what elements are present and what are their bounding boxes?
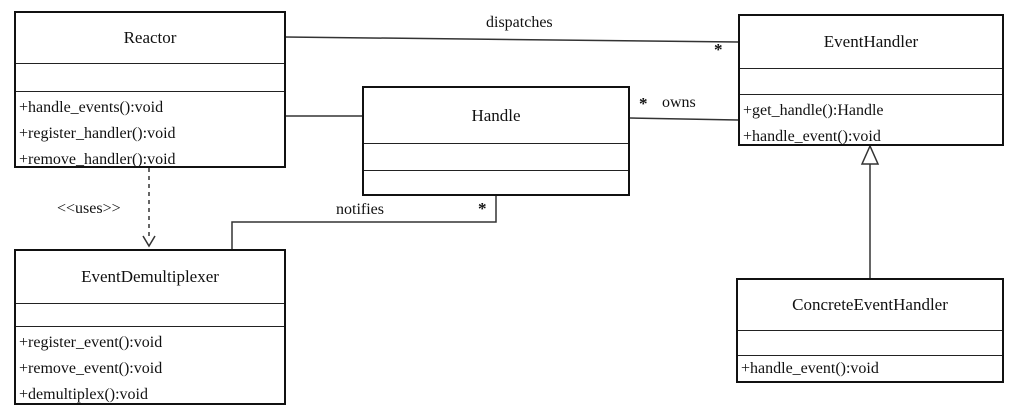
operations-section: +register_event():void +remove_event():v… [16, 326, 284, 408]
uses-label: <<uses>> [57, 200, 121, 217]
class-name: EventDemultiplexer [81, 267, 219, 286]
inheritance-triangle [860, 144, 880, 165]
notifies-multiplicity: * [478, 199, 487, 218]
operations-section: +handle_events():void +register_handler(… [16, 91, 284, 173]
operation: +remove_event():void [19, 360, 163, 377]
attributes-section [16, 63, 284, 91]
notifies-line [231, 196, 497, 249]
dispatches-label: dispatches [486, 14, 553, 31]
class-reactor: Reactor +handle_events():void +register_… [14, 11, 286, 168]
operations-section: +handle_event():void [738, 355, 1002, 382]
uses-arrowhead [142, 235, 156, 248]
owns-label: owns [662, 94, 696, 111]
owns-multiplicity: * [639, 94, 648, 113]
class-name: Handle [471, 105, 521, 125]
owns-line [629, 117, 739, 121]
operation: +remove_handler():void [19, 151, 176, 168]
operation: +handle_event():void [743, 128, 881, 145]
operation: +get_handle():Handle [743, 102, 884, 119]
operation: +register_handler():void [19, 125, 176, 142]
operations-section: +get_handle():Handle +handle_event():voi… [740, 94, 1002, 150]
attributes-section [364, 143, 628, 170]
class-name: ConcreteEventHandler [792, 295, 948, 314]
class-name: EventHandler [823, 32, 919, 51]
attributes-section [16, 303, 284, 326]
dispatches-line [284, 36, 739, 43]
class-event-handler: EventHandler +get_handle():Handle +handl… [738, 14, 1004, 146]
attributes-section [738, 330, 1002, 355]
class-handle: Handle [362, 86, 630, 196]
operation: +demultiplex():void [19, 386, 148, 403]
operation: +handle_events():void [19, 99, 164, 116]
class-concrete-event-handler: ConcreteEventHandler +handle_event():voi… [736, 278, 1004, 383]
attributes-section [740, 68, 1002, 94]
operation: +register_event():void [19, 334, 163, 351]
notifies-label: notifies [336, 201, 384, 218]
class-event-demultiplexer: EventDemultiplexer +register_event():voi… [14, 249, 286, 405]
dispatches-multiplicity: * [714, 40, 723, 59]
class-name: Reactor [123, 28, 177, 47]
operation: +handle_event():void [741, 360, 879, 377]
operations-section [364, 170, 628, 194]
